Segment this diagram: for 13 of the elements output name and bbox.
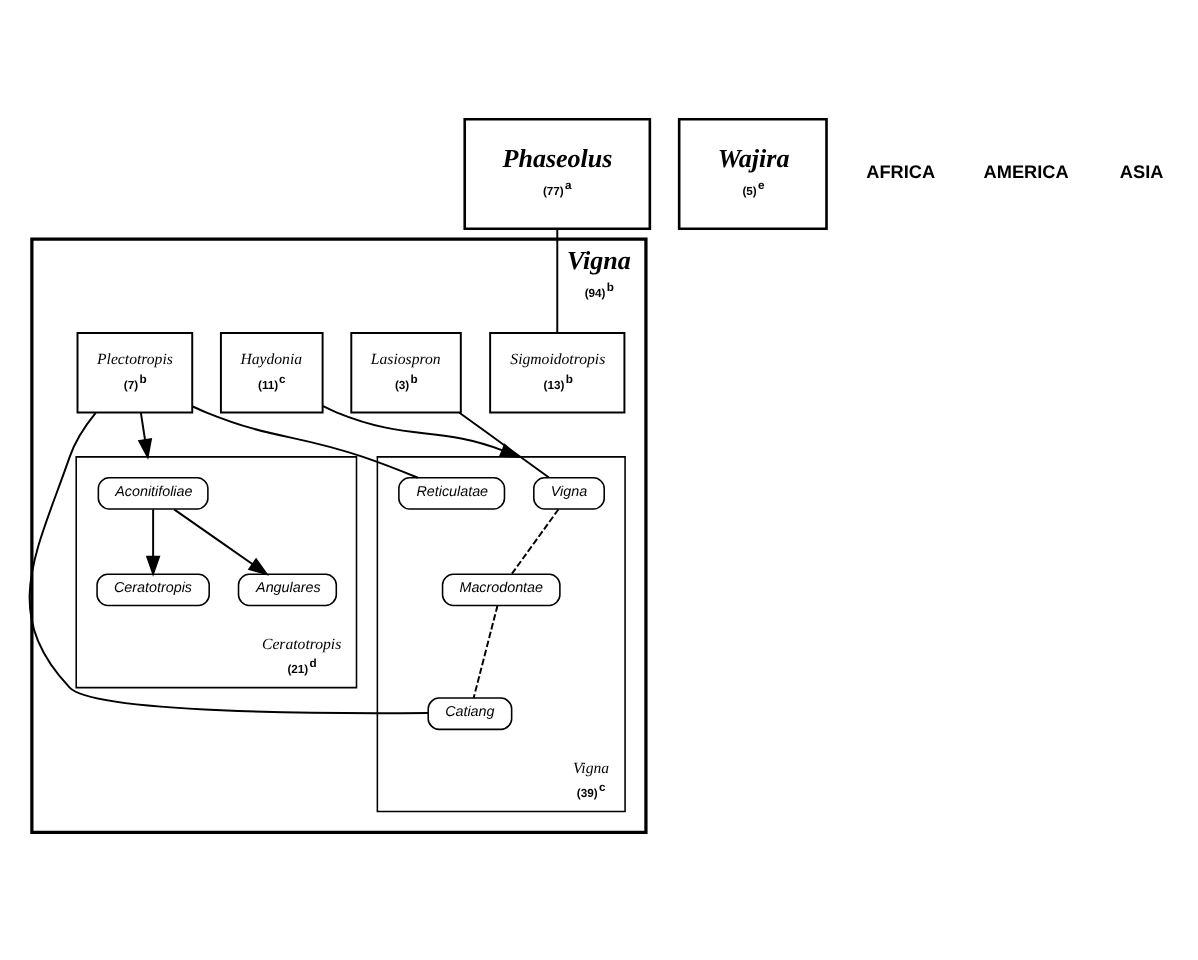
- connector: [472, 603, 499, 698]
- connector: [556, 226, 559, 333]
- label: AFRICA: [866, 160, 936, 181]
- connector: [191, 404, 419, 478]
- connector: [28, 410, 429, 714]
- arrow: [321, 404, 521, 458]
- connector: [510, 507, 560, 574]
- connector: [458, 410, 550, 478]
- arrow: [145, 507, 161, 576]
- label: ASIA: [1119, 160, 1164, 181]
- arrow: [137, 410, 153, 459]
- label: AMERICA: [983, 160, 1069, 181]
- arrow: [173, 507, 269, 575]
